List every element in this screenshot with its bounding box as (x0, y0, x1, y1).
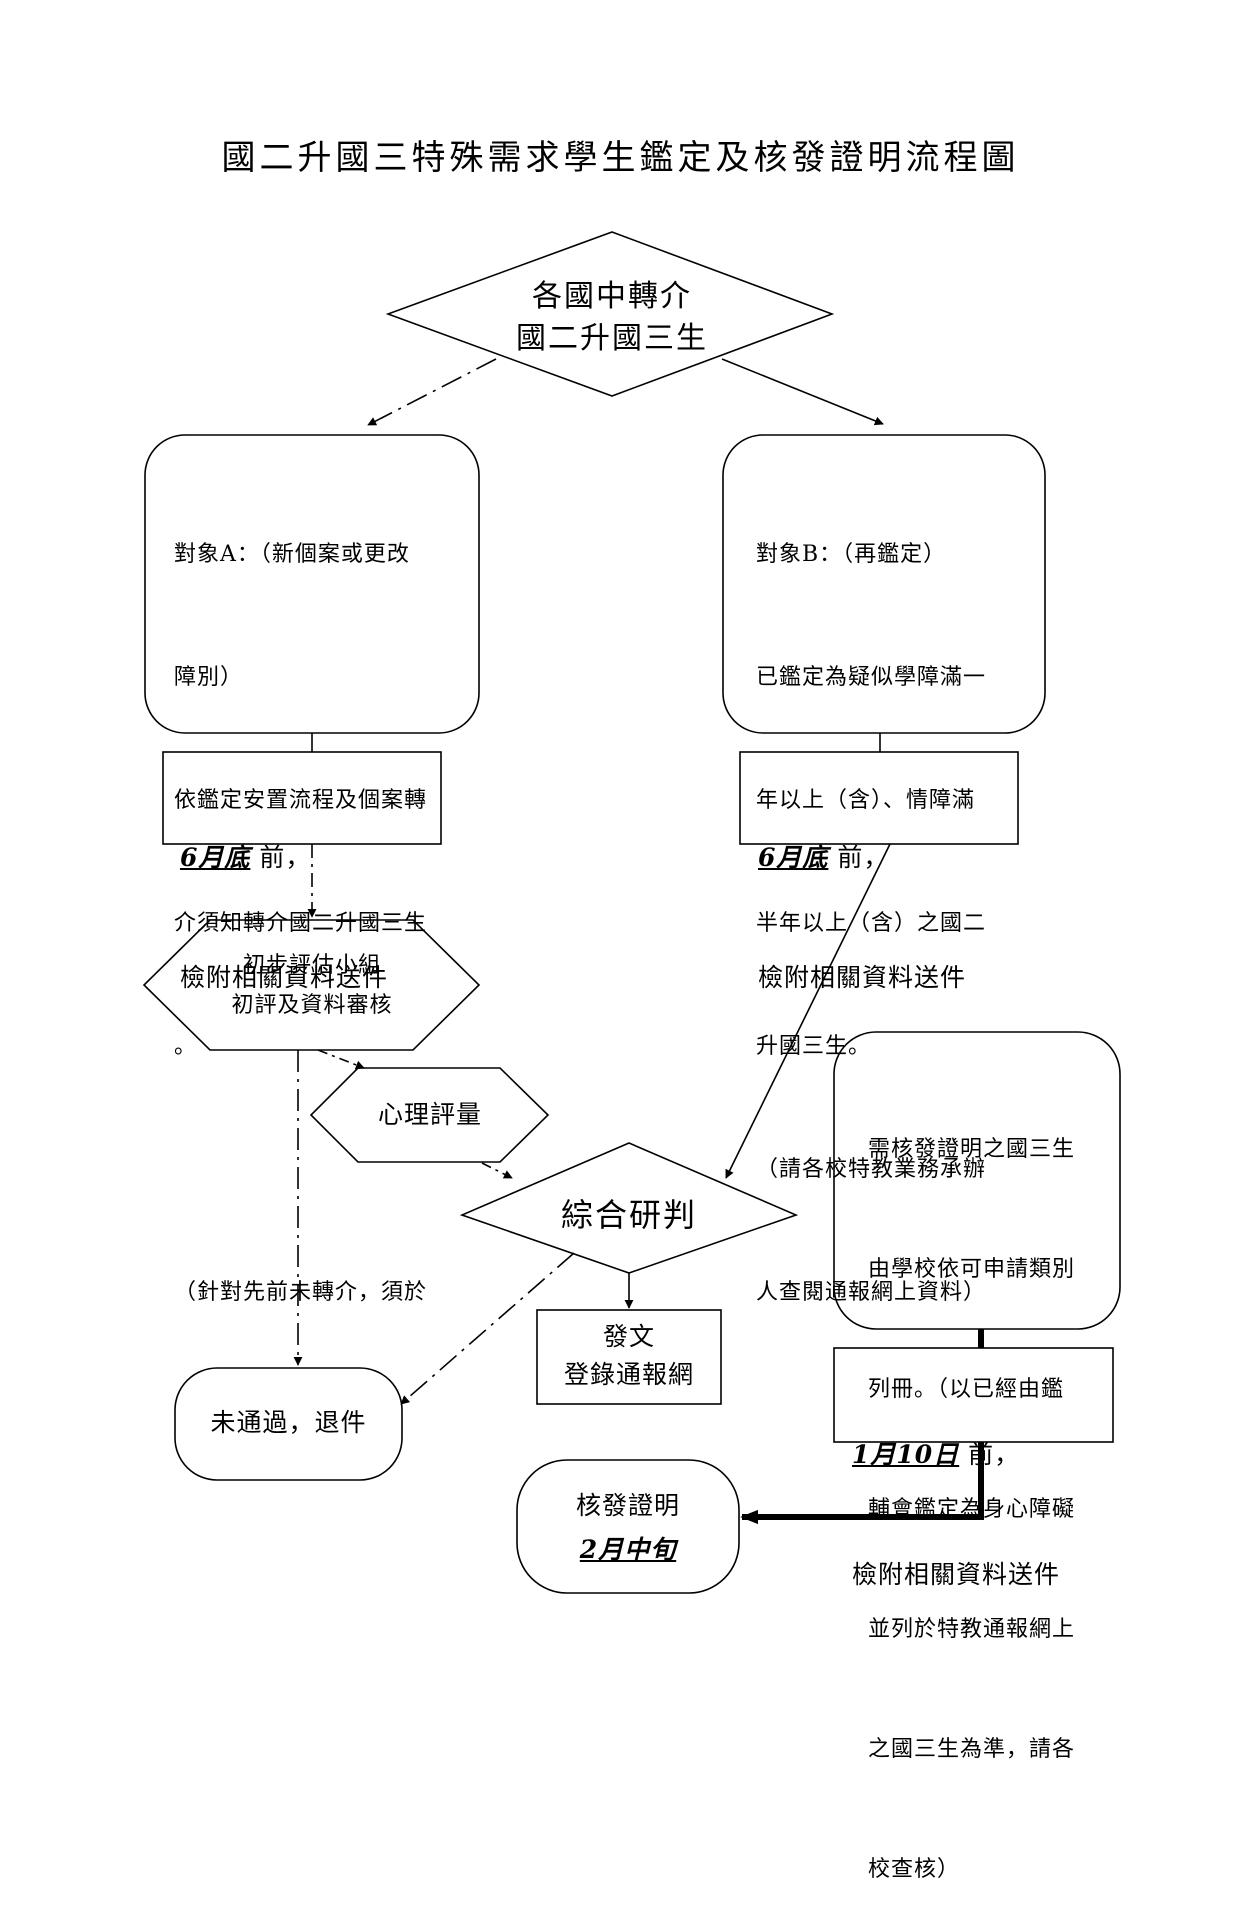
start-label-line2: 國二升國三生 (516, 321, 708, 356)
deadline-b-date: 6月底 (758, 843, 829, 872)
flowchart (142, 231, 1121, 1594)
cert-request-line: 由學校依可申請類別 (868, 1257, 1076, 1282)
certificate-label: 核發證明 2月中旬 (517, 1484, 739, 1572)
target-a-line: （針對先前未轉介，須於 (174, 1280, 428, 1305)
issue-doc-line1: 發文 (602, 1322, 655, 1351)
initial-eval-label: 初步評估小組 初評及資料審核 (170, 946, 454, 1026)
issue-doc-label: 發文 登錄通報網 (537, 1318, 721, 1394)
target-b-line: 半年以上（含）之國二 (756, 911, 987, 936)
certificate-date: 2月中旬 (579, 1535, 677, 1564)
cert-request-line: 輔會鑑定為身心障礙 (868, 1497, 1076, 1522)
start-label-line1: 各國中轉介 (532, 279, 692, 314)
initial-eval-hexagon (142, 919, 481, 1051)
deadline-a-date: 6月底 (180, 843, 251, 872)
psych-eval-hexagon (309, 1067, 550, 1163)
target-a-line: 依鑑定安置流程及個案轉 (174, 788, 428, 813)
deadline-b-line2: 檢附相關資料送件 (758, 963, 967, 992)
target-a-line: 。 (174, 1034, 198, 1059)
target-b-box (722, 434, 1046, 734)
start-label: 各國中轉介 國二升國三生 (462, 276, 762, 360)
target-b-line: （請各校特教業務承辦 (756, 1157, 987, 1182)
deadline-a-suffix: 前， (259, 843, 312, 872)
edge-start-to-b (721, 358, 884, 426)
page-title: 國二升國三特殊需求學生鑑定及核發證明流程圖 (221, 138, 1020, 178)
target-b-text: 對象B：（再鑑定） 已鑑定為疑似學障滿一 年以上（含）、情障滿 半年以上（含）之… (756, 452, 986, 1354)
edge-initial-eval-to-psych (317, 1049, 365, 1070)
target-b-line: 已鑑定為疑似學障滿一 (756, 665, 987, 690)
rejected-box (174, 1367, 403, 1481)
target-a-line: 對象A：（新個案或更改 (174, 542, 410, 567)
issue-doc-box (536, 1309, 722, 1405)
synthesis-label: 綜合研判 (560, 1196, 697, 1234)
edge-start-to-a (367, 358, 497, 426)
deadline-c-date: 1月10日 (852, 1440, 960, 1469)
edge-psych-to-synthesis (481, 1162, 513, 1179)
deadline-b-suffix: 前， (837, 843, 890, 872)
deadline-a-text: 6月底 前， 檢附相關資料送件 (180, 758, 388, 1038)
initial-eval-line2: 初評及資料審核 (231, 993, 393, 1018)
target-a-line: 介須知轉介國二升國三生 (174, 911, 428, 936)
deadline-c-line2: 檢附相關資料送件 (852, 1560, 1061, 1589)
edge-deadline-b-to-synthesis (725, 843, 891, 1179)
edge-deadline-c-to-certificate (740, 1442, 984, 1525)
deadline-b-box (739, 751, 1019, 845)
deadline-a-line2: 檢附相關資料送件 (180, 963, 389, 992)
deadline-a-box (162, 751, 442, 845)
start-diamond (385, 231, 835, 397)
target-b-line: 升國三生。 (756, 1034, 872, 1059)
deadline-b-text: 6月底 前， 檢附相關資料送件 (758, 758, 966, 1038)
rejected-label: 未通過，退件 (210, 1408, 367, 1437)
psych-eval-label: 心理評量 (377, 1100, 482, 1129)
initial-eval-line1: 初步評估小組 (242, 953, 381, 978)
target-a-text: 對象A：（新個案或更改 障別） 依鑑定安置流程及個案轉 介須知轉介國二升國三生 … (174, 452, 427, 1354)
deadline-c-suffix: 前， (968, 1440, 1021, 1469)
cert-request-line: 校查核） (868, 1857, 961, 1882)
certificate-box (516, 1459, 740, 1594)
target-b-line: 人查閱通報網上資料） (756, 1280, 987, 1305)
target-a-line (174, 1149, 427, 1190)
target-b-line: 對象B：（再鑑定） (756, 542, 947, 567)
cert-request-box (833, 1031, 1121, 1330)
deadline-c-box (833, 1347, 1114, 1443)
target-a-line: 障別） (174, 665, 244, 690)
deadline-c-text: 1月10日 前， 檢附相關資料送件 (852, 1355, 1060, 1635)
cert-request-line: 列冊。（以已經由鑑 (868, 1377, 1065, 1402)
issue-doc-line2: 登錄通報網 (563, 1360, 694, 1389)
cert-request-line: 需核發證明之國三生 (868, 1137, 1076, 1162)
certificate-line1: 核發證明 (575, 1491, 680, 1520)
cert-request-line: 之國三生為準，請各 (868, 1737, 1076, 1762)
cert-request-line: 並列於特教通報網上 (868, 1617, 1076, 1642)
target-b-line: 年以上（含）、情障滿 (756, 788, 976, 813)
